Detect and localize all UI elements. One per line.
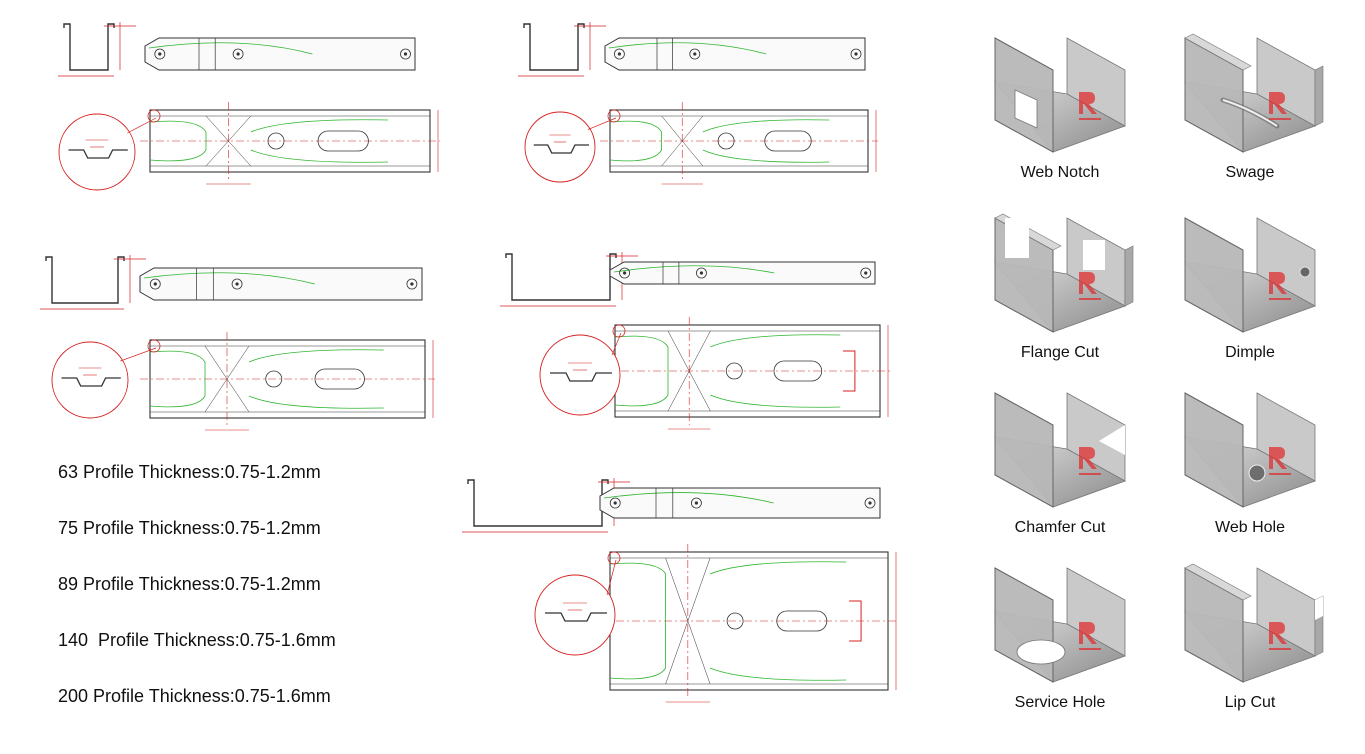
logo-mark <box>1079 447 1101 475</box>
logo-mark <box>1079 92 1101 120</box>
strip-view <box>604 37 866 71</box>
feature-label: Swage <box>1225 164 1275 181</box>
spec-89: 89 Profile Thickness:0.75-1.2mm <box>58 574 321 594</box>
feature-swage: Swage <box>1160 30 1340 182</box>
technical-drawings <box>40 22 898 703</box>
zoom-detail <box>51 339 161 419</box>
strip-view <box>139 267 423 301</box>
steel-channel <box>1184 392 1316 508</box>
strip-view <box>609 261 876 285</box>
plan-view <box>140 102 440 185</box>
logo-mark <box>1269 92 1291 120</box>
drawing-d75 <box>518 22 878 185</box>
swage-icon <box>1184 33 1324 153</box>
feature-label: Web Notch <box>1020 164 1100 181</box>
web-hole-icon <box>1184 392 1316 508</box>
profile-section <box>58 22 136 77</box>
profile-spec-list: 63 Profile Thickness:0.75-1.2mm 75 Profi… <box>58 462 336 742</box>
feature-dimple: Dimple <box>1160 210 1340 362</box>
feature-flange-cut: Flange Cut <box>970 210 1150 362</box>
steel-channel <box>1184 217 1316 333</box>
service-hole-icon <box>994 567 1126 683</box>
spec-63: 63 Profile Thickness:0.75-1.2mm <box>58 462 321 482</box>
feature-label: Lip Cut <box>1224 694 1276 711</box>
drawing-d63 <box>58 22 440 191</box>
plan-view <box>600 544 898 703</box>
feature-lip-cut: Lip Cut <box>1160 560 1340 712</box>
logo-mark <box>1269 272 1291 300</box>
steel-channel <box>1184 563 1324 683</box>
plan-view <box>140 332 435 431</box>
logo-mark <box>1269 622 1291 650</box>
spec-200: 200 Profile Thickness:0.75-1.6mm <box>58 686 331 706</box>
feature-web-hole: Web Hole <box>1160 385 1340 537</box>
logo-mark <box>1079 622 1101 650</box>
feature-label: Dimple <box>1225 344 1275 361</box>
zoom-detail <box>539 324 626 416</box>
flange-cut-icon <box>994 213 1134 333</box>
strip-view <box>144 37 416 71</box>
spec-75: 75 Profile Thickness:0.75-1.2mm <box>58 518 321 538</box>
plan-view <box>600 102 878 185</box>
drawing-d140 <box>500 252 890 430</box>
feature-label: Chamfer Cut <box>1014 519 1106 536</box>
steel-channel <box>994 213 1134 333</box>
drawing-d200 <box>462 478 898 703</box>
drawing-d89 <box>40 255 435 431</box>
profile-section <box>40 255 146 310</box>
logo-mark <box>1079 272 1101 300</box>
lip-cut-icon <box>1184 563 1324 683</box>
zoom-detail <box>58 109 161 191</box>
logo-mark <box>1269 447 1291 475</box>
chamfer-cut-icon <box>994 392 1126 508</box>
feature-service-hole: Service Hole <box>970 560 1150 712</box>
feature-label: Flange Cut <box>1020 344 1100 361</box>
feature-web-notch: Web Notch <box>970 30 1150 182</box>
steel-channel <box>994 37 1126 153</box>
profile-section <box>518 22 606 77</box>
spec-140: 140 Profile Thickness:0.75-1.6mm <box>58 630 336 650</box>
dimple-icon <box>1184 217 1316 333</box>
feature-label: Web Hole <box>1215 519 1285 536</box>
zoom-detail <box>534 551 621 656</box>
steel-channel <box>1184 33 1324 153</box>
steel-channel <box>994 392 1126 508</box>
steel-channel <box>994 567 1126 683</box>
feature-chamfer-cut: Chamfer Cut <box>970 385 1150 537</box>
feature-label: Service Hole <box>1014 694 1106 711</box>
plan-view <box>605 317 890 430</box>
zoom-detail <box>524 109 621 183</box>
strip-view <box>599 487 881 519</box>
web-notch-icon <box>994 37 1126 153</box>
